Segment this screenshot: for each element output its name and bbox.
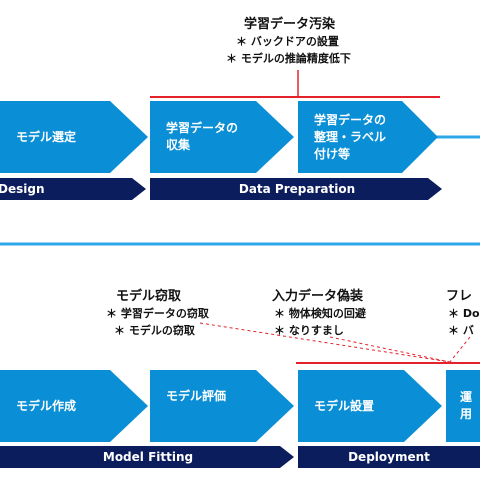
threat-theft-item: ＊ 学習データの窃取 (106, 307, 209, 320)
threat-poisoning-title: 学習データ汚染 (244, 17, 336, 32)
threat-theft-item: ＊ モデルの窃取 (114, 324, 195, 337)
threat-spoof-note: 入力データ偽装 ＊ 物体検知の回避 ＊ なりすまし (272, 288, 366, 339)
threat-poisoning-note: 学習データ汚染 ＊ バックドアの設置 ＊ モデルの推論精度低下 (226, 16, 351, 67)
phase-model-fitting-label: Model Fitting (102, 450, 194, 464)
phase-design-label: Design (0, 182, 45, 196)
threat-poisoning-item: ＊ モデルの推論精度低下 (226, 52, 351, 65)
spoof-dashed-line (329, 336, 451, 363)
step-operate: 運用 (446, 370, 480, 442)
step-collect-data-label: 学習データの 収集 (166, 121, 239, 152)
threat-spoof-item: ＊ なりすまし (274, 324, 344, 337)
phase-design: Design (0, 178, 148, 200)
step-model-selection: モデル選定 (0, 101, 150, 173)
phase-deployment: Deployment (298, 446, 480, 468)
phase-model-fitting: Model Fitting (0, 446, 296, 468)
threat-theft-title: モデル窃取 (116, 289, 182, 304)
threat-frame-title: フレ (446, 289, 473, 304)
step-organize-data: 学習データの 整理・ラベル 付け等 (298, 101, 440, 173)
threat-spoof-title: 入力データ偽装 (272, 289, 364, 304)
step-create-model-label: モデル作成 (16, 398, 77, 413)
frame-dashed-line (449, 336, 471, 363)
step-evaluate-model-label: モデル評価 (166, 389, 227, 403)
threat-frame-item: ＊ バ (448, 324, 474, 337)
step-evaluate-model: モデル評価 (150, 370, 296, 442)
threat-frame-note: フレ ＊ Do ＊ バ (446, 288, 480, 339)
step-collect-data: 学習データの 収集 (150, 101, 296, 173)
step-install-model: モデル設置 (298, 370, 444, 442)
step-install-model-label: モデル設置 (314, 398, 375, 413)
threat-frame-item: ＊ Do (448, 307, 480, 320)
phase-deployment-label: Deployment (348, 450, 430, 464)
step-organize-data-label: 学習データの 整理・ラベル 付け等 (314, 112, 387, 161)
threat-theft-note: モデル窃取 ＊ 学習データの窃取 ＊ モデルの窃取 (106, 288, 209, 339)
threat-poisoning-item: ＊ バックドアの設置 (236, 35, 339, 48)
step-create-model: モデル作成 (0, 370, 150, 442)
phase-data-preparation-label: Data Preparation (238, 182, 356, 196)
step-operate-label: 運用 (460, 390, 473, 421)
step-model-selection-label: モデル選定 (16, 129, 77, 144)
threat-spoof-item: ＊ 物体検知の回避 (274, 307, 366, 320)
phase-data-preparation: Data Preparation (150, 178, 444, 200)
